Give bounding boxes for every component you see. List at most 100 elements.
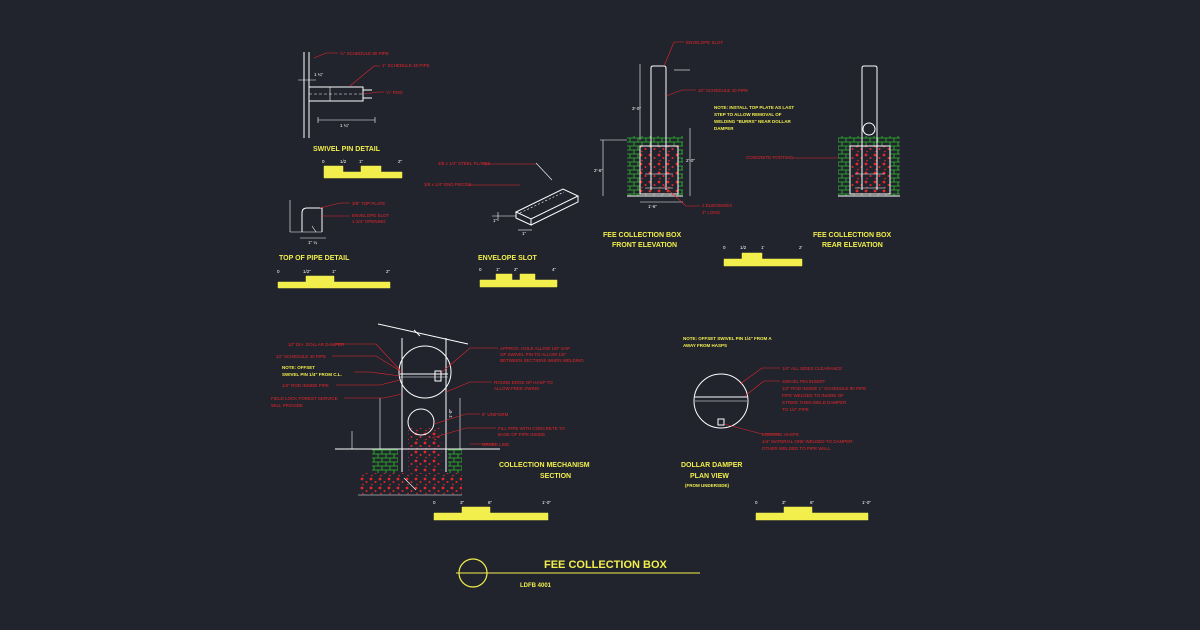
swivel-pin-title: SWIVEL PIN DETAIL: [313, 146, 381, 153]
envelope-slot-leaders: [468, 163, 536, 186]
collection-mechanism-section: 10" DIA. DOLLAR DAMPER 10" SCHEDULE 40 P…: [271, 323, 590, 521]
damper-scale-1: 3": [782, 500, 787, 505]
top-pipe-scale-2: 1": [332, 269, 337, 274]
mechanism-note-r2: OF SWIVEL PIN TO ALLOW 1/8": [500, 352, 567, 357]
top-pipe-dim: 1" ¼: [308, 240, 317, 245]
rear-note-2: STEP TO ALLOW REMOVAL OF: [714, 112, 782, 117]
mechanism-note-r7: FILL PIPE WITH CONCRETE TO: [498, 426, 565, 431]
envelope-note-2: 3/8 x 1/4" END PIECES: [424, 182, 471, 187]
swivel-scale-3: 2": [398, 159, 403, 164]
front-elevation-leaders: [663, 41, 700, 207]
swivel-scale-1: 1/2: [340, 159, 347, 164]
envelope-dim-2: 1": [522, 231, 527, 236]
top-pipe-note-2: ENVELOPE SLOT: [352, 213, 390, 218]
swivel-pin-drawing: [298, 52, 376, 138]
damper-drawing: [693, 373, 749, 429]
mechanism-note-r3: BETWEEN SECTIONS WHEN WELDING: [500, 358, 584, 363]
damper-scale-3: 1'-0": [862, 500, 871, 505]
rear-note-4: DAMPER: [714, 126, 734, 131]
rear-elevation: NOTE: INSTALL TOP PLATE AS LAST STEP TO …: [714, 65, 900, 267]
damper-note-9: OTHER WELDED TO PIPE WALL: [762, 446, 831, 451]
swivel-note-1: ½" SCHEDULE 80 PIPE: [340, 50, 389, 56]
mechanism-note-grade: GRADE LINE: [482, 442, 509, 447]
front-note-pipe: 10" SCHEDULE 40 PIPE: [698, 88, 748, 93]
damper-note-top-1: NOTE: OFFSET SWIVEL PIN 1/4" FROM A: [683, 336, 772, 341]
mechanism-dim: 1'-0": [448, 409, 453, 418]
damper-note-4: PIPE WELDED TO INSIDE OF: [782, 393, 844, 398]
swivel-scale-2: 1": [359, 159, 364, 164]
top-of-pipe-drawing: [289, 200, 326, 239]
mechanism-leaders: [332, 343, 498, 445]
mechanism-concrete-fill: [408, 428, 442, 472]
elevation-scale-1: 1/2: [740, 245, 747, 250]
swivel-dim-2: 1 ¼": [340, 123, 350, 128]
envelope-scale-0: 0: [479, 267, 482, 272]
envelope-scale-1: 1": [496, 267, 501, 272]
front-elevation-title-1: FEE COLLECTION BOX: [603, 232, 682, 239]
damper-note-6: TO 1/2" PIPE: [782, 407, 809, 412]
rear-elevation-drawing: [838, 65, 900, 197]
top-of-pipe-detail: 3/8" TOP PLATE ENVELOPE SLOT 1 1/4" OPEN…: [277, 200, 391, 289]
envelope-slot-drawing: [492, 162, 580, 231]
mechanism-note-r6: 6" UNIFORM: [482, 412, 509, 417]
rear-elevation-title-1: FEE COLLECTION BOX: [813, 232, 892, 239]
rear-elevation-title-2: REAR ELEVATION: [822, 242, 883, 249]
mechanism-scale-1: 3": [460, 500, 465, 505]
damper-note-5: STRIKE THEN WELD DAMPER: [782, 400, 847, 405]
envelope-slot-detail: 3/8 x 1/4" STEEL PLATES 3/8 x 1/4" END P…: [424, 161, 580, 288]
front-dim-1: 3'-0": [632, 106, 641, 111]
mechanism-drawing: [335, 323, 500, 496]
swivel-note-2: 1" SCHEDULE 40 PIPE: [382, 63, 430, 68]
damper-note-2: SWIVEL PIN INSERT: [782, 379, 826, 384]
envelope-scale-2: 2": [514, 267, 519, 272]
front-elevation-title-2: FRONT ELEVATION: [612, 242, 677, 249]
front-dim-3: 1'-6": [648, 204, 657, 209]
front-dim-2: 2'-6": [594, 168, 603, 173]
mechanism-note-l4: SWIVEL PIN 1/4" FROM C.L.: [282, 372, 342, 377]
dollar-damper-plan: NOTE: OFFSET SWIVEL PIN 1/4" FROM A AWAY…: [681, 336, 871, 521]
mechanism-scale-2: 6": [488, 500, 493, 505]
mechanism-concrete-base: [360, 473, 462, 495]
envelope-dim-1: 1": [493, 218, 498, 223]
damper-title-1: DOLLAR DAMPER: [681, 462, 742, 469]
envelope-scale-bar: 0 1" 2" 4": [479, 267, 558, 288]
title-block: FEE COLLECTION BOX LDFB 4001: [456, 558, 700, 589]
mechanism-note-l3: NOTE: OFFSET: [282, 365, 315, 370]
elevation-scale-0: 0: [723, 245, 726, 250]
top-of-pipe-leaders: [319, 202, 350, 217]
mechanism-note-l6: FIELD LOCK FOREST SERVICE: [271, 396, 338, 401]
damper-note-7: LOCKING HASPS: [762, 432, 799, 437]
swivel-scale-bar: 0 1/2 1" 2": [322, 159, 403, 179]
swivel-pin-leaders: [313, 52, 384, 95]
rear-note-3: WELDING "BURRS" NEAR DOLLAR: [714, 119, 792, 124]
envelope-note-1: 3/8 x 1/4" STEEL PLATES: [438, 161, 490, 166]
damper-note-top-2: AWAY FROM HASPS: [683, 343, 727, 348]
elevation-scale-2: 1': [761, 245, 765, 250]
swivel-dim-1: 1 ¼": [314, 72, 324, 77]
envelope-slot-title: ENVELOPE SLOT: [478, 255, 537, 262]
mechanism-note-r5: ALLOW FREE SWING: [494, 386, 540, 391]
mechanism-note-r4: ROUND EDGE OF HASP TO: [494, 380, 553, 385]
mechanism-note-r8: BASE OF PIPE INSIDE: [498, 432, 545, 437]
mechanism-note-l7: WILL PROVIDE: [271, 403, 303, 408]
mechanism-scale-3: 1'-0": [542, 500, 551, 505]
damper-note-3: 1/2" ROD INSIDE 1" SCHEDULE 80 PIPE: [782, 386, 866, 391]
top-pipe-note-1: 3/8" TOP PLATE: [352, 201, 385, 206]
envelope-scale-3: 4": [552, 267, 557, 272]
damper-scale-0: 0: [755, 500, 758, 505]
elevation-scale-bar: 0 1/2 1' 2': [723, 245, 803, 267]
swivel-pin-detail: ½" SCHEDULE 80 PIPE 1" SCHEDULE 40 PIPE …: [298, 50, 430, 179]
mechanism-scale-0: 0: [433, 500, 436, 505]
damper-scale-bar: 0 3" 6" 1'-0": [755, 500, 871, 521]
mechanism-note-r1: APPROX. HOLE ALLOW 1/8" GAP: [500, 346, 570, 351]
top-pipe-scale-1: 1/2": [303, 269, 311, 274]
top-pipe-scale-3: 2": [386, 269, 391, 274]
front-dim-4: 2'-0": [686, 158, 695, 163]
sheet-title: FEE COLLECTION BOX: [544, 559, 668, 571]
mechanism-earth-left: [372, 449, 398, 473]
mechanism-note-l5: 1/2" ROD INSIDE PIPE: [282, 383, 329, 388]
damper-title-2: PLAN VIEW: [690, 473, 729, 480]
swivel-note-3: ½" ROD: [386, 89, 403, 95]
swivel-scale-0: 0: [322, 159, 325, 164]
top-pipe-scale-0: 0: [277, 269, 280, 274]
